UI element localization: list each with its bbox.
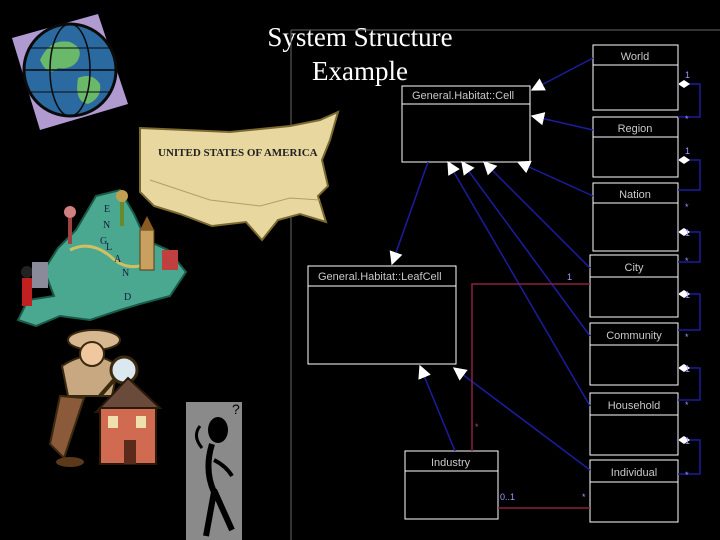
class-nation: Nation: [592, 182, 679, 252]
mult-leafcell-city: 1: [567, 272, 572, 282]
class-city-label: City: [625, 262, 644, 274]
mult-household-individual: 1: [685, 436, 690, 446]
title-line-2: Example: [312, 56, 408, 86]
class-region-label: Region: [618, 123, 653, 135]
mult-nation: *: [685, 202, 689, 212]
mult-industry-leafcell: *: [475, 422, 479, 432]
england-letters: E N G L A N D: [100, 204, 131, 303]
class-cell: General.Habitat::Cell: [401, 85, 531, 163]
class-city: City: [589, 254, 679, 318]
usa-map-label: UNITED STATES OF AMERICA: [158, 147, 318, 159]
svg-text:?: ?: [232, 401, 240, 417]
england-letter-g: G: [100, 236, 107, 247]
england-letter-n2: N: [122, 268, 129, 279]
class-leafcell-label: General.Habitat::LeafCell: [318, 271, 442, 283]
england-map-icon: E N G L A N D: [16, 188, 188, 328]
england-letter-n: N: [103, 220, 110, 231]
class-leafcell: General.Habitat::LeafCell: [307, 265, 457, 365]
mult-nation-city: 1: [685, 228, 690, 238]
class-household-label: Household: [608, 400, 661, 412]
mult-community: *: [685, 332, 689, 342]
class-world-label: World: [621, 51, 650, 63]
mult-city: *: [685, 256, 689, 266]
class-world: World: [592, 44, 679, 111]
england-letter-l: L: [106, 242, 112, 253]
class-household: Household: [589, 392, 679, 456]
mult-world-region: 1: [685, 70, 690, 80]
association-lines: [471, 283, 590, 509]
mult-individual-industry: *: [582, 492, 586, 502]
class-community-label: Community: [606, 330, 662, 342]
england-letter-a: A: [114, 254, 122, 265]
mult-industry-individual: 0..1: [500, 492, 515, 502]
containment-diamonds: [678, 80, 690, 444]
title-line-1: System Structure: [267, 22, 453, 52]
mult-region: *: [685, 114, 689, 124]
class-industry: Industry: [404, 450, 499, 520]
england-letter-d: D: [124, 292, 131, 303]
slide-title: System Structure Example: [232, 20, 488, 88]
mult-household: *: [685, 400, 689, 410]
containment-lines: [678, 83, 701, 475]
mult-region-nation: 1: [685, 146, 690, 156]
class-individual-label: Individual: [611, 467, 657, 479]
england-letter-e: E: [104, 204, 110, 215]
class-industry-label: Industry: [431, 457, 471, 469]
class-community: Community: [589, 322, 679, 386]
detective-icon: [48, 329, 163, 467]
class-cell-label: General.Habitat::Cell: [412, 90, 514, 102]
mult-city-community: 1: [685, 290, 690, 300]
class-nation-label: Nation: [619, 189, 651, 201]
usa-map-icon: UNITED STATES OF AMERICA: [139, 110, 340, 242]
globe-icon: [12, 14, 128, 130]
mult-community-household: 1: [685, 364, 690, 374]
mult-individual: *: [685, 470, 689, 480]
thinking-person-icon: ?: [186, 401, 242, 540]
class-individual: Individual: [589, 459, 679, 523]
class-region: Region: [592, 116, 679, 178]
